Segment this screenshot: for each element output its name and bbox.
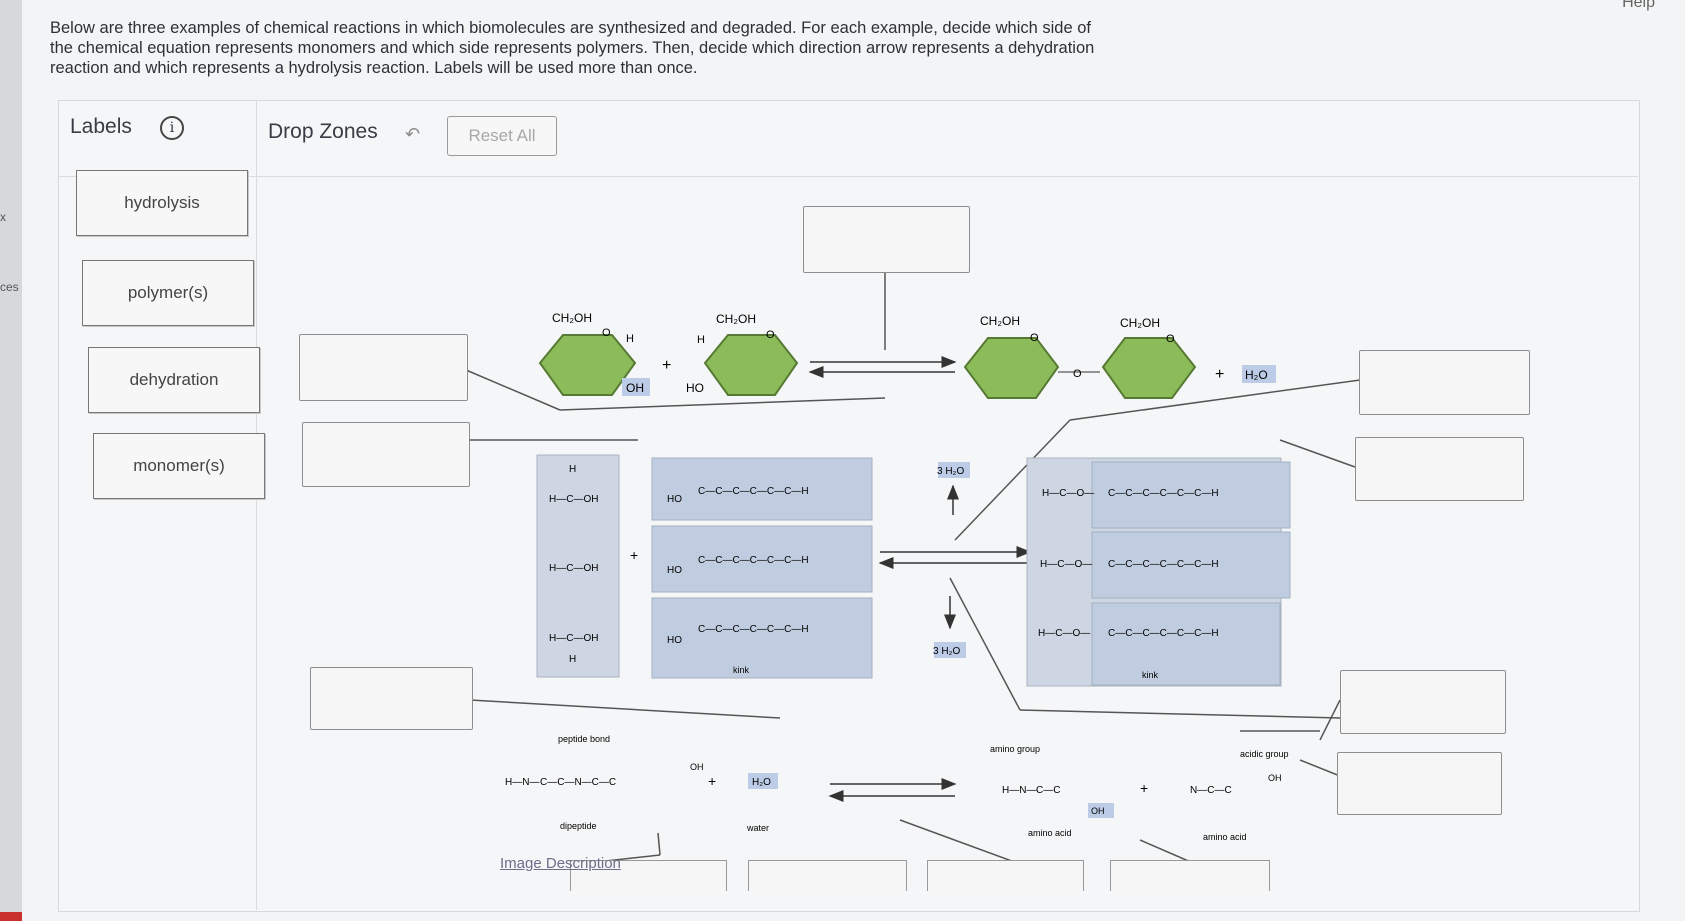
dropzone-2[interactable] bbox=[302, 422, 470, 487]
dropzone-7[interactable] bbox=[1340, 670, 1506, 734]
svg-text:kink: kink bbox=[1142, 670, 1159, 680]
svg-text:H—N—: H—N— bbox=[1002, 785, 1036, 796]
svg-text:C—C—C—C—C—C—H: C—C—C—C—C—C—H bbox=[698, 624, 809, 635]
label-monomers[interactable]: monomer(s) bbox=[93, 433, 265, 499]
svg-text:H—C—O—: H—C—O— bbox=[1040, 559, 1092, 570]
svg-text:CH₂OH: CH₂OH bbox=[716, 312, 756, 326]
svg-text:O: O bbox=[1073, 368, 1082, 380]
svg-text:C—C—C—C—C—C—H: C—C—C—C—C—C—H bbox=[1108, 559, 1219, 570]
svg-text:OH: OH bbox=[1268, 773, 1282, 783]
svg-text:O: O bbox=[1166, 333, 1175, 345]
undo-arrow-icon[interactable]: ↶ bbox=[405, 124, 421, 144]
side-strip-text: ces bbox=[0, 280, 19, 294]
svg-text:water: water bbox=[746, 823, 769, 833]
svg-text:OH: OH bbox=[690, 762, 704, 772]
svg-text:peptide bond: peptide bond bbox=[558, 734, 610, 744]
glycerol: H H—C—OH H—C—OH H—C—OH H bbox=[536, 454, 620, 678]
info-icon[interactable]: i bbox=[160, 116, 184, 140]
svg-text:O: O bbox=[766, 329, 775, 341]
dropzone-6[interactable] bbox=[1355, 437, 1524, 501]
svg-text:+: + bbox=[708, 773, 716, 789]
disaccharide-polymer: CH₂OH O O CH₂OH O + H₂O bbox=[963, 314, 1276, 399]
help-link[interactable]: Help bbox=[1622, 0, 1655, 11]
dropzone-11[interactable] bbox=[927, 860, 1084, 891]
svg-text:HO: HO bbox=[686, 381, 704, 395]
svg-text:C—C—C—C—C—C—H: C—C—C—C—C—C—H bbox=[698, 486, 809, 497]
svg-text:O: O bbox=[1030, 332, 1039, 344]
plus-sign: + bbox=[662, 357, 671, 374]
svg-text:H: H bbox=[569, 654, 576, 665]
label-hydrolysis[interactable]: hydrolysis bbox=[76, 170, 248, 236]
svg-text:O: O bbox=[602, 327, 611, 339]
svg-text:HO: HO bbox=[667, 494, 682, 505]
svg-text:H₂O: H₂O bbox=[752, 777, 771, 788]
triglyceride-polymer: H—C—O— C—C—C—C—C—C—H H—C—O— C—C—C—C—C—C—… bbox=[1026, 457, 1291, 687]
instructions: Below are three examples of chemical rea… bbox=[50, 19, 1095, 77]
svg-text:H—C—OH: H—C—OH bbox=[549, 563, 598, 574]
svg-text:acidic group: acidic group bbox=[1240, 749, 1289, 759]
dropzone-12[interactable] bbox=[1110, 860, 1270, 891]
svg-text:H—C—OH: H—C—OH bbox=[549, 494, 598, 505]
dropzone-10[interactable] bbox=[748, 860, 907, 891]
dropzone-5[interactable] bbox=[1359, 350, 1530, 415]
svg-text:C—C—N—C—C: C—C—N—C—C bbox=[540, 777, 616, 788]
svg-text:+: + bbox=[1215, 366, 1224, 383]
svg-text:OH: OH bbox=[626, 381, 644, 395]
panel-column-divider bbox=[256, 100, 257, 910]
svg-text:HO: HO bbox=[667, 635, 682, 646]
svg-text:H: H bbox=[697, 334, 705, 346]
svg-text:CH₂OH: CH₂OH bbox=[980, 314, 1020, 328]
svg-text:amino acid: amino acid bbox=[1203, 832, 1247, 842]
svg-text:C—C—C—C—C—C—H: C—C—C—C—C—C—H bbox=[698, 555, 809, 566]
dropzone-4[interactable] bbox=[803, 206, 970, 273]
amino-acid-1: amino group H—N— C—C OH amino acid bbox=[990, 744, 1114, 838]
svg-text:dipeptide: dipeptide bbox=[560, 821, 597, 831]
red-indicator bbox=[0, 912, 34, 921]
svg-text:3 H₂O: 3 H₂O bbox=[933, 646, 960, 657]
dropzone-9[interactable] bbox=[570, 860, 727, 891]
glucose-monomer-1: CH₂OH O H OH bbox=[538, 311, 650, 396]
close-mark[interactable]: x bbox=[0, 210, 6, 224]
svg-text:+: + bbox=[630, 547, 638, 563]
labels-title: Labels bbox=[70, 115, 132, 138]
dropzone-8[interactable] bbox=[1337, 752, 1502, 815]
fatty-acids: HO C—C—C—C—C—C—H HO C—C—C—C—C—C—H HO C—C… bbox=[651, 457, 873, 679]
reset-all-button[interactable]: Reset All bbox=[447, 116, 557, 156]
image-description-link[interactable]: Image Description bbox=[500, 855, 621, 872]
svg-text:H₂O: H₂O bbox=[1245, 368, 1268, 382]
amino-acid-2: acidic group N—C—C OH amino acid bbox=[1190, 749, 1289, 842]
dipeptide-polymer: peptide bond H—N— C—C—N—C—C OH dipeptide bbox=[505, 734, 704, 831]
dropzone-1[interactable] bbox=[299, 334, 468, 401]
svg-text:amino acid: amino acid bbox=[1028, 828, 1072, 838]
svg-text:3 H₂O: 3 H₂O bbox=[937, 466, 964, 477]
dropzone-3[interactable] bbox=[310, 667, 473, 730]
svg-text:H—C—O—: H—C—O— bbox=[1042, 488, 1094, 499]
glucose-monomer-2: CH₂OH O H HO bbox=[686, 312, 799, 396]
svg-text:OH: OH bbox=[1091, 806, 1105, 816]
svg-text:kink: kink bbox=[733, 665, 750, 675]
svg-text:H: H bbox=[626, 333, 634, 345]
label-dehydration[interactable]: dehydration bbox=[88, 347, 260, 413]
svg-text:C—C—C—C—C—C—H: C—C—C—C—C—C—H bbox=[1108, 628, 1219, 639]
svg-text:+: + bbox=[1140, 780, 1148, 796]
svg-text:C—C—C—C—C—C—H: C—C—C—C—C—C—H bbox=[1108, 488, 1219, 499]
svg-text:HO: HO bbox=[667, 565, 682, 576]
svg-text:H—N—: H—N— bbox=[505, 777, 539, 788]
panel-header-divider bbox=[58, 176, 1638, 177]
svg-text:H: H bbox=[569, 464, 576, 475]
svg-text:C—C: C—C bbox=[1036, 785, 1060, 796]
svg-text:CH₂OH: CH₂OH bbox=[552, 311, 592, 325]
svg-text:CH₂OH: CH₂OH bbox=[1120, 316, 1160, 330]
drop-zones-title: Drop Zones bbox=[268, 120, 378, 143]
label-polymers[interactable]: polymer(s) bbox=[82, 260, 254, 326]
svg-text:amino group: amino group bbox=[990, 744, 1040, 754]
svg-text:H—C—OH: H—C—OH bbox=[549, 633, 598, 644]
svg-text:N—C—C: N—C—C bbox=[1190, 785, 1232, 796]
svg-text:H—C—O—: H—C—O— bbox=[1038, 628, 1090, 639]
